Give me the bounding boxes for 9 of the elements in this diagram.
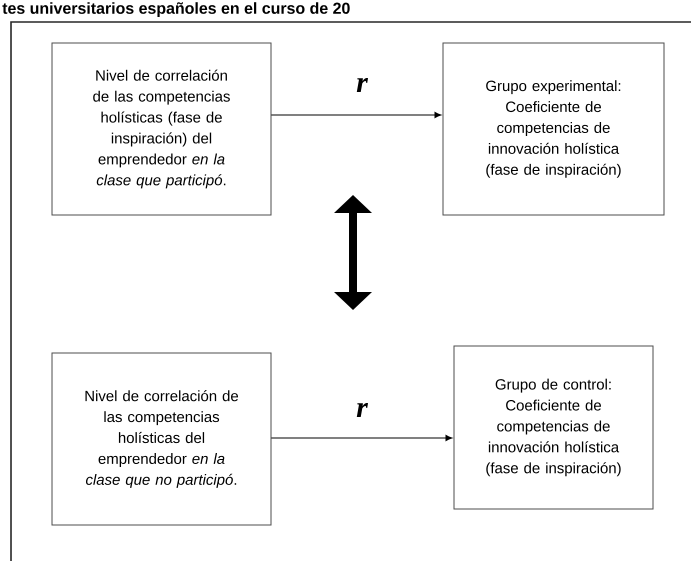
text-box: Grupo experimental: Coeficiente de competencias de innovación holística (fase de inspiración) — [442, 42, 664, 216]
arrow — [271, 112, 442, 118]
edge-label: r — [356, 78, 368, 92]
text-box: Grupo de control: Coeficiente de competencias de innovación holística (fase de inspiración) — [454, 345, 654, 510]
text-box: Nivel de correlación de las competencias holísticas del emprendedor en la clase que no participó. — [52, 352, 272, 526]
edge-label: r — [356, 402, 368, 418]
arrow — [271, 434, 452, 442]
text-box: Nivel de correlación de las competencias holísticas (fase de inspiración) del emprendedor en la clase que participó. — [52, 42, 272, 216]
title: tes universitarios españoles en el curso de 20 — [2, 2, 350, 18]
